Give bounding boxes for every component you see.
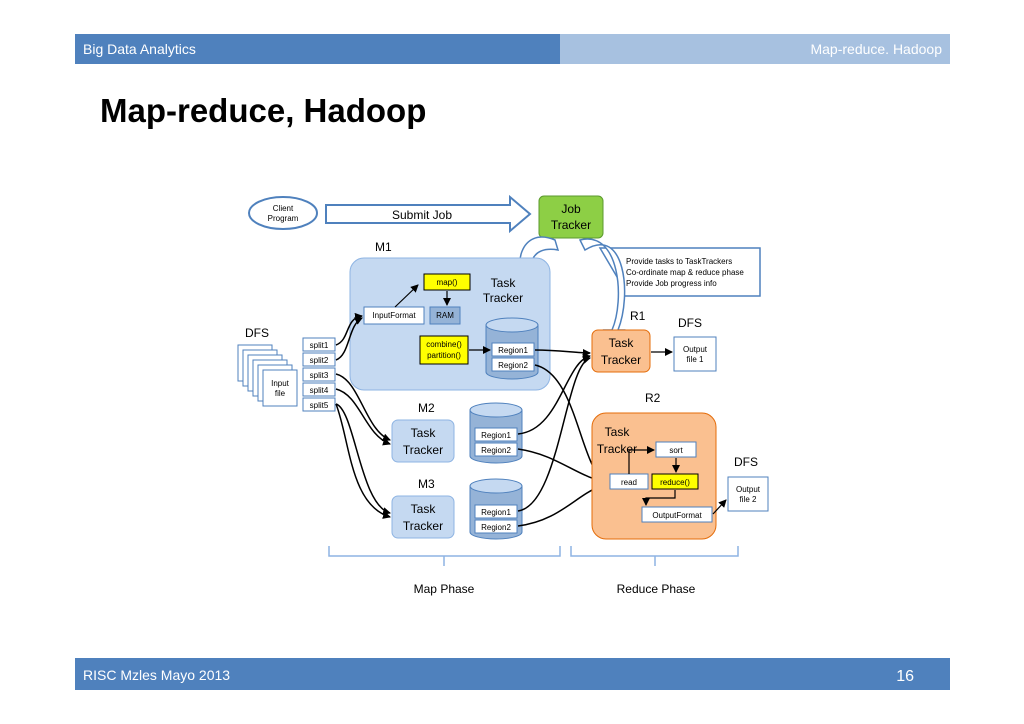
split3-box xyxy=(302,367,336,382)
output-file1-box xyxy=(673,336,717,372)
m1-task-label: Task xyxy=(491,276,517,290)
m3-tracker-label: Tracker xyxy=(403,519,443,533)
m1-tracker-label: Tracker xyxy=(483,291,523,305)
m2-label: M2 xyxy=(418,401,435,415)
page-number: 16 xyxy=(896,668,914,685)
m3-region2-box xyxy=(474,519,518,534)
m2-region2-box xyxy=(474,442,518,457)
input-file-label-2: file xyxy=(275,389,286,398)
reduce-phase-brace xyxy=(570,546,739,566)
client-program-node xyxy=(248,196,318,230)
output-file2-box xyxy=(727,476,769,512)
split5-label: split5 xyxy=(310,401,329,410)
r2-tracker-label: Tracker xyxy=(597,442,637,456)
m3-region1-box xyxy=(474,504,518,519)
m2-task-tracker-node xyxy=(391,419,455,463)
output-file2-label-1: Output xyxy=(736,485,761,494)
m1-region2-box xyxy=(491,357,535,372)
splits: split1 split2 split3 split4 split5 xyxy=(302,337,336,412)
input-file-label-1: Input xyxy=(271,379,290,388)
output-file1-label-1: Output xyxy=(683,345,708,354)
m2-tracker-label: Tracker xyxy=(403,443,443,457)
m2-task-label: Task xyxy=(411,426,437,440)
footer-text: RISC Mzles Mayo 2013 xyxy=(83,667,231,683)
input-format-label: InputFormat xyxy=(372,311,416,320)
m2-region2-label: Region2 xyxy=(481,446,511,455)
client-program-label-1: Client xyxy=(273,204,294,213)
m2-region1-label: Region1 xyxy=(481,431,511,440)
r1-label: R1 xyxy=(630,309,646,323)
r2-label: R2 xyxy=(645,391,661,405)
header-section-bar: Big Data Analytics xyxy=(75,34,560,64)
split4-label: split4 xyxy=(310,386,329,395)
dfs-input-label: DFS xyxy=(245,326,269,340)
slide-title: Map-reduce, Hadoop xyxy=(100,92,427,129)
m1-label: M1 xyxy=(375,240,392,254)
m3-region2-label: Region2 xyxy=(481,523,511,532)
split2-box xyxy=(302,352,336,367)
split1-label: split1 xyxy=(310,341,329,350)
m3-label: M3 xyxy=(418,477,435,491)
ram-box xyxy=(429,306,461,325)
job-tracker-node xyxy=(538,195,604,239)
submit-job-label: Submit Job xyxy=(392,208,452,222)
map-phase-brace xyxy=(328,546,561,566)
combine-partition-box xyxy=(419,335,469,365)
header-topic-bar: Map-reduce. Hadoop xyxy=(560,34,950,64)
partition-label: partition() xyxy=(427,351,461,360)
split3-label: split3 xyxy=(310,371,329,380)
split-to-mapper-arrows xyxy=(335,312,391,519)
jt-note-2: Co-ordinate map & reduce phase xyxy=(626,268,744,277)
m1-region1-label: Region1 xyxy=(498,346,528,355)
output-file1-label-2: file 1 xyxy=(687,355,704,364)
split2-label: split2 xyxy=(310,356,329,365)
map-function-label: map() xyxy=(437,278,458,287)
job-tracker-label-1: Job xyxy=(561,202,581,216)
input-format-box xyxy=(363,306,425,325)
map-phase-label: Map Phase xyxy=(414,582,475,596)
job-tracker-label-2: Tracker xyxy=(551,218,591,232)
submit-job-arrow xyxy=(325,194,532,234)
m3-task-tracker-node xyxy=(391,495,455,539)
client-program-label-2: Program xyxy=(268,214,299,223)
r2-task-label: Task xyxy=(605,425,631,439)
sort-label: sort xyxy=(669,446,683,455)
header-section: Big Data Analytics xyxy=(83,41,196,57)
split5-box xyxy=(302,397,336,412)
reduce-function-box xyxy=(651,473,699,490)
map-function-box xyxy=(423,273,471,291)
dfs-output2-label: DFS xyxy=(734,455,758,469)
m1-region2-label: Region2 xyxy=(498,361,528,370)
split1-box xyxy=(302,337,336,352)
r1-task-label: Task xyxy=(609,336,635,350)
header-topic: Map-reduce. Hadoop xyxy=(810,41,942,57)
output-file2-label-2: file 2 xyxy=(740,495,757,504)
output-format-box xyxy=(641,506,713,523)
r1-tracker-label: Tracker xyxy=(601,353,641,367)
split4-box xyxy=(302,382,336,397)
reduce-function-label: reduce() xyxy=(660,478,690,487)
sort-box xyxy=(655,441,697,458)
r1-task-tracker-node xyxy=(591,329,651,373)
jt-note-1: Provide tasks to TaskTrackers xyxy=(626,257,732,266)
m2-region1-box xyxy=(474,427,518,442)
footer-bar: RISC Mzles Mayo 2013 16 xyxy=(75,658,950,690)
jt-note-3: Provide Job progress info xyxy=(626,279,717,288)
m3-region1-label: Region1 xyxy=(481,508,511,517)
input-file-stack xyxy=(237,344,298,407)
m1-region1-box xyxy=(491,342,535,357)
combine-label: combine() xyxy=(426,340,462,349)
m3-task-label: Task xyxy=(411,502,437,516)
dfs-output1-label: DFS xyxy=(678,316,702,330)
read-label: read xyxy=(621,478,637,487)
output-format-label: OutputFormat xyxy=(652,511,702,520)
ram-label: RAM xyxy=(436,311,454,320)
reduce-phase-label: Reduce Phase xyxy=(617,582,696,596)
r2-internal-arrows xyxy=(628,446,680,506)
